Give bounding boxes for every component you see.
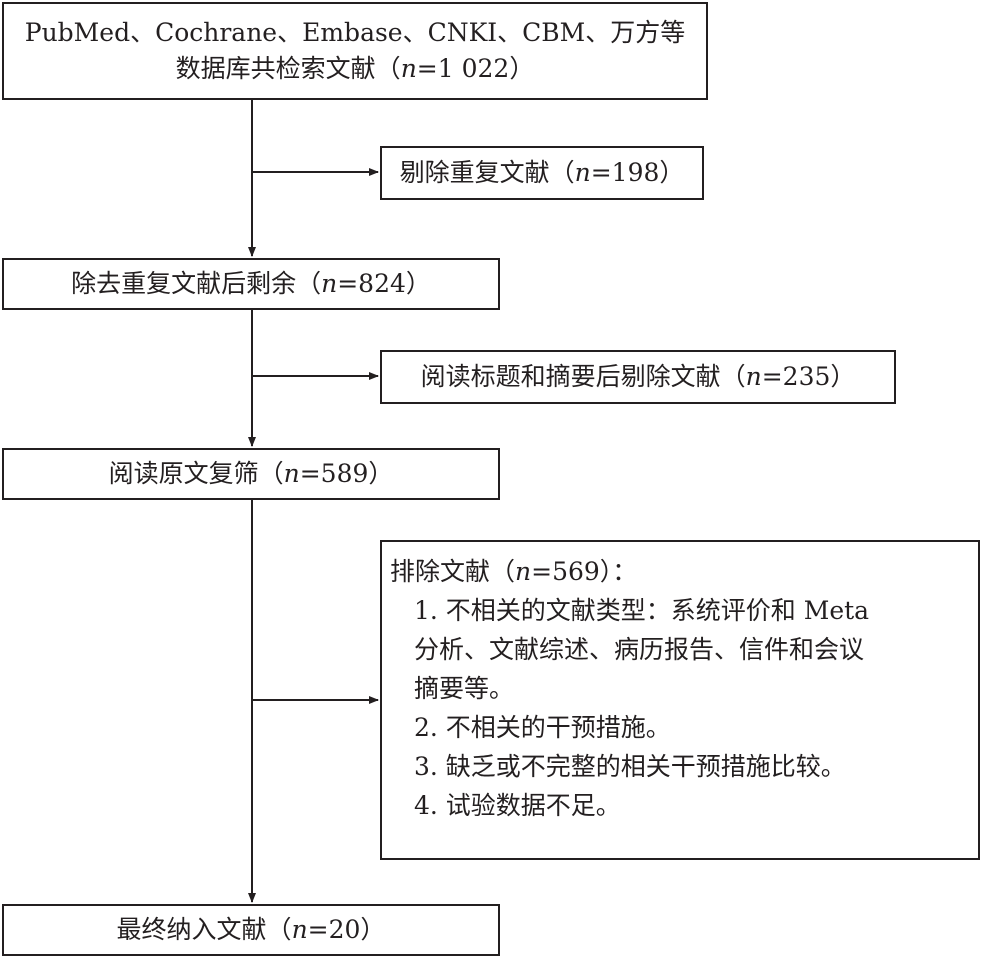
- exclusion-heading: 排除文献（n=569）：: [390, 557, 638, 586]
- final-included-box: 最终纳入文献（n=20）: [2, 904, 500, 956]
- search-line-1: PubMed、Cochrane、Embase、CNKI、CBM、万方等: [24, 18, 686, 47]
- after-dedup-box: 除去重复文献后剩余（n=824）: [2, 258, 500, 310]
- exclusion-reason-line: 4. 试验数据不足。: [414, 791, 621, 820]
- search-records-box: PubMed、Cochrane、Embase、CNKI、CBM、万方等 数据库共…: [2, 2, 708, 100]
- title-abstract-excluded-box: 阅读标题和摘要后剔除文献（n=235）: [380, 350, 896, 404]
- exclusion-reason-line: 3. 缺乏或不完整的相关干预措施比较。: [414, 752, 846, 781]
- fulltext-review-box: 阅读原文复筛（n=589）: [2, 448, 500, 500]
- exclusion-reasons-box: 排除文献（n=569）： 1. 不相关的文献类型：系统评价和 Meta 分析、文…: [380, 540, 980, 860]
- search-line-2: 数据库共检索文献（n=1 022）: [175, 54, 535, 83]
- exclusion-reason-line: 摘要等。: [414, 674, 515, 703]
- exclusion-reason-line: 2. 不相关的干预措施。: [414, 713, 671, 742]
- exclusion-reason-line: 分析、文献综述、病历报告、信件和会议: [414, 635, 865, 664]
- exclusion-reason-line: 1. 不相关的文献类型：系统评价和 Meta: [414, 596, 870, 625]
- duplicates-removed-box: 剔除重复文献（n=198）: [380, 146, 704, 200]
